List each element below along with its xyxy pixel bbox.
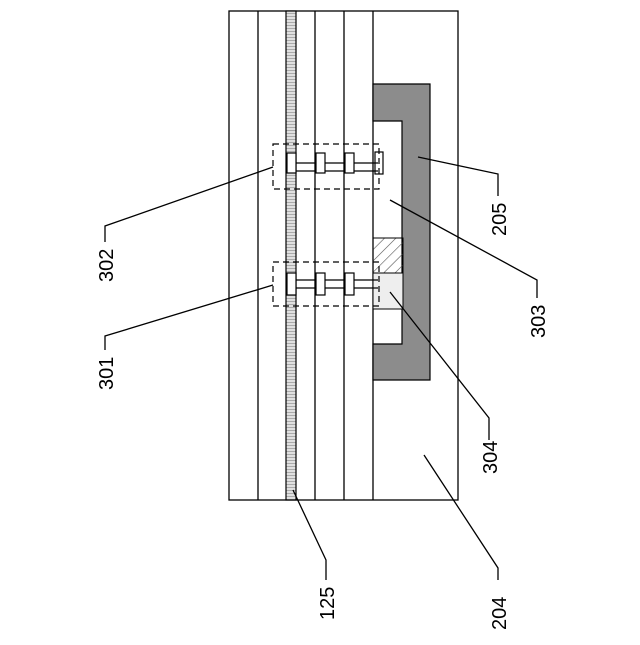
leader-125	[293, 490, 326, 580]
label-304: 304	[480, 441, 502, 474]
label-302: 302	[96, 249, 118, 282]
label-301: 301	[96, 357, 118, 390]
label-125: 125	[317, 587, 339, 620]
label-204: 204	[489, 597, 511, 630]
label-205: 205	[489, 203, 511, 236]
stripe-layer-125	[286, 11, 296, 500]
label-303: 303	[528, 305, 550, 338]
hatched-block	[373, 238, 403, 273]
